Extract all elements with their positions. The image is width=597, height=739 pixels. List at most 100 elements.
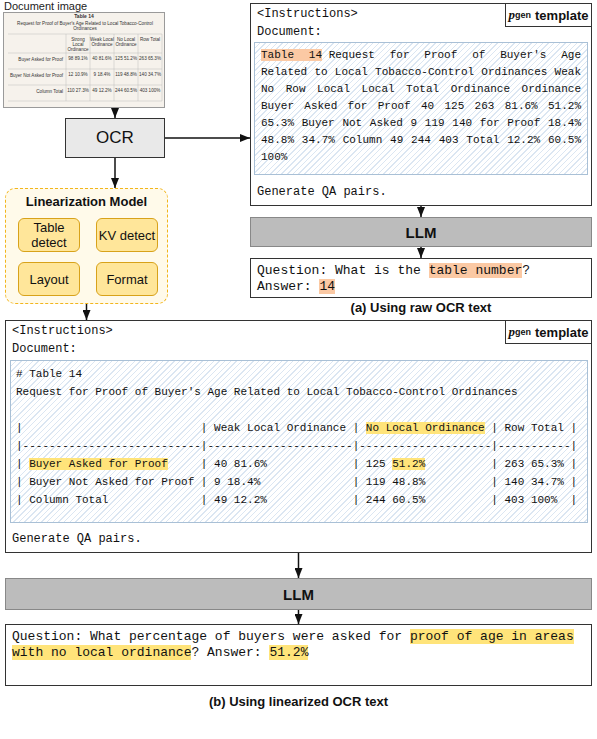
table-cell: 125 51.2% xyxy=(114,56,138,61)
table-cell: 9 18.4% xyxy=(90,72,114,77)
qa-text: table number xyxy=(429,263,523,278)
box-label: LLM xyxy=(283,586,314,603)
table-cell: Row Total xyxy=(138,37,162,42)
qa-text: Answer: xyxy=(257,279,312,294)
output-box: Question: What percentage of buyers were… xyxy=(5,624,592,686)
markdown-text: Request for Proof of Buyer's Age Related… xyxy=(16,386,518,398)
table-cell: 49 12.2% xyxy=(90,88,114,93)
flow-arrow xyxy=(420,247,422,258)
image-heading: Document image xyxy=(4,0,87,12)
model-group: Table detect KV detectLayout Format Lineari… xyxy=(5,188,168,304)
text-line: | Buyer Not Asked for Proof | 9 18.4% | … xyxy=(16,473,582,491)
table-cell: 110 27.3% xyxy=(66,88,90,93)
table-cell: 263 65.3% xyxy=(138,56,162,61)
table-title: Table 14 xyxy=(3,14,165,19)
markdown-text: | Buyer Not Asked for Proof | 9 18.4% | … xyxy=(16,476,577,488)
module-box: Layout xyxy=(18,262,80,296)
flow-arrow xyxy=(114,108,116,118)
document-text: Table 14Request for Proof of Buyer's Age… xyxy=(254,42,588,175)
template-tag: pgen template xyxy=(505,320,592,344)
box-label: OCR xyxy=(96,128,134,148)
prompt-text: Document: xyxy=(12,342,77,356)
table-cell: No Local Ordinance xyxy=(114,37,138,47)
flow-arrow xyxy=(165,137,250,139)
prompt-text: <Instructions> xyxy=(12,324,113,338)
table-cell: 119 48.8% xyxy=(114,72,138,77)
prompt-text: Generate QA pairs. xyxy=(257,185,387,199)
table-cell: 40 81.6% xyxy=(90,56,114,61)
module-box: Table detect xyxy=(18,218,80,252)
tag-text: gen xyxy=(515,327,531,337)
text-line: | Column Total | 49 12.2% | 244 60.5% | … xyxy=(16,491,582,509)
table-cell: Buyer Asked for Proof xyxy=(9,57,63,62)
flow-arrow xyxy=(298,610,300,624)
process-box: OCR xyxy=(65,118,165,158)
tag-text: gen xyxy=(515,10,531,20)
markdown-text: | Column Total | 49 12.2% | 244 60.5% | … xyxy=(16,494,577,506)
text-line xyxy=(16,401,582,419)
prompt-template: pgen templateTable 14Request for Proof of… xyxy=(250,3,592,206)
table-cell: 12 10.9% xyxy=(66,72,90,77)
text-line: | | Weak Local Ordinance | No Local Ordi… xyxy=(16,419,582,437)
text-flow: Table 14Request for Proof of Buyer's Age… xyxy=(255,43,587,170)
markdown-text: | 263 65.3% | xyxy=(425,458,577,470)
tag-text: template xyxy=(535,8,588,23)
qa-text: Question: What percentage of buyers were… xyxy=(12,629,402,644)
llm-bar: LLM xyxy=(250,217,592,247)
document-text: # Table 14 Request for Proof of Buyer's A… xyxy=(10,360,588,523)
qa-text: 14 xyxy=(319,279,335,294)
prompt-template: pgen template # Table 14 Request for Proof … xyxy=(5,320,592,553)
module-box: KV detect xyxy=(96,218,158,252)
template-tag: pgen template xyxy=(505,3,592,27)
text-line: # Table 14 xyxy=(16,365,582,383)
markdown-text: | | Weak Local Ordinance | xyxy=(16,422,366,434)
box-label: Layout xyxy=(29,272,68,287)
qa-text: ? Answer: xyxy=(191,645,261,660)
table-cell: Weak Local Ordinance xyxy=(90,37,114,47)
table-cell: Strong Local Ordinance xyxy=(66,37,90,53)
prompt-text: <Instructions> xyxy=(257,7,358,21)
table-cell: Column Total xyxy=(9,89,63,94)
markdown-text: | 40 81.6% | 125 xyxy=(168,458,392,470)
ocr-text: Request for Proof of Buyer's Age Related… xyxy=(261,49,581,163)
table-cell: 403 100% xyxy=(138,88,162,93)
qa-text: ? xyxy=(522,263,530,278)
ocr-text: Table 14 xyxy=(261,49,322,61)
qa-text: Question: What is the xyxy=(257,263,421,278)
table-cell: 244 60.5% xyxy=(114,88,138,93)
subfigure-caption: (b) Using linearized OCR text xyxy=(5,694,592,709)
llm-bar: LLM xyxy=(5,578,592,610)
markdown-table: # Table 14 Request for Proof of Buyer's A… xyxy=(11,361,587,513)
module-box: Format xyxy=(96,262,158,296)
flow-arrow xyxy=(114,158,116,188)
text-line: |---------------------------|-----------… xyxy=(16,437,582,455)
markdown-text: 51.2% xyxy=(392,458,425,470)
table-cell: 98 89.1% xyxy=(66,56,90,61)
markdown-text: Buyer Asked for Proof xyxy=(29,458,168,470)
markdown-text: |---------------------------|-----------… xyxy=(16,440,577,452)
qa-text: 51.2% xyxy=(269,645,308,660)
subfigure-caption: (a) Using raw OCR text xyxy=(250,300,592,315)
flow-arrow xyxy=(420,206,422,217)
tag-text: template xyxy=(535,325,588,340)
text-line: Request for Proof of Buyer's Age Related… xyxy=(16,383,582,401)
box-label: KV detect xyxy=(99,228,155,243)
prompt-text: Document: xyxy=(257,25,322,39)
markdown-text: # Table 14 xyxy=(16,368,82,380)
flow-arrow xyxy=(86,304,88,320)
table-cell: 140 34.7% xyxy=(138,72,162,77)
flow-arrow xyxy=(298,553,300,578)
prompt-text: Generate QA pairs. xyxy=(12,532,142,546)
box-label: Format xyxy=(106,272,147,287)
table-cell: Buyer Not Asked for Proof xyxy=(9,73,63,78)
tag-text: p xyxy=(509,7,516,23)
output-box: Question: What is the table number? Answer… xyxy=(250,258,592,298)
box-label: Table detect xyxy=(19,220,79,250)
table-caption: Request for Proof of Buyer's Age Related… xyxy=(12,21,158,31)
tag-text: p xyxy=(509,324,516,340)
box-label: LLM xyxy=(406,224,437,241)
group-title: Linearization Model xyxy=(6,194,167,209)
markdown-text: | xyxy=(16,458,29,470)
markdown-text: | Row Total | xyxy=(485,422,577,434)
